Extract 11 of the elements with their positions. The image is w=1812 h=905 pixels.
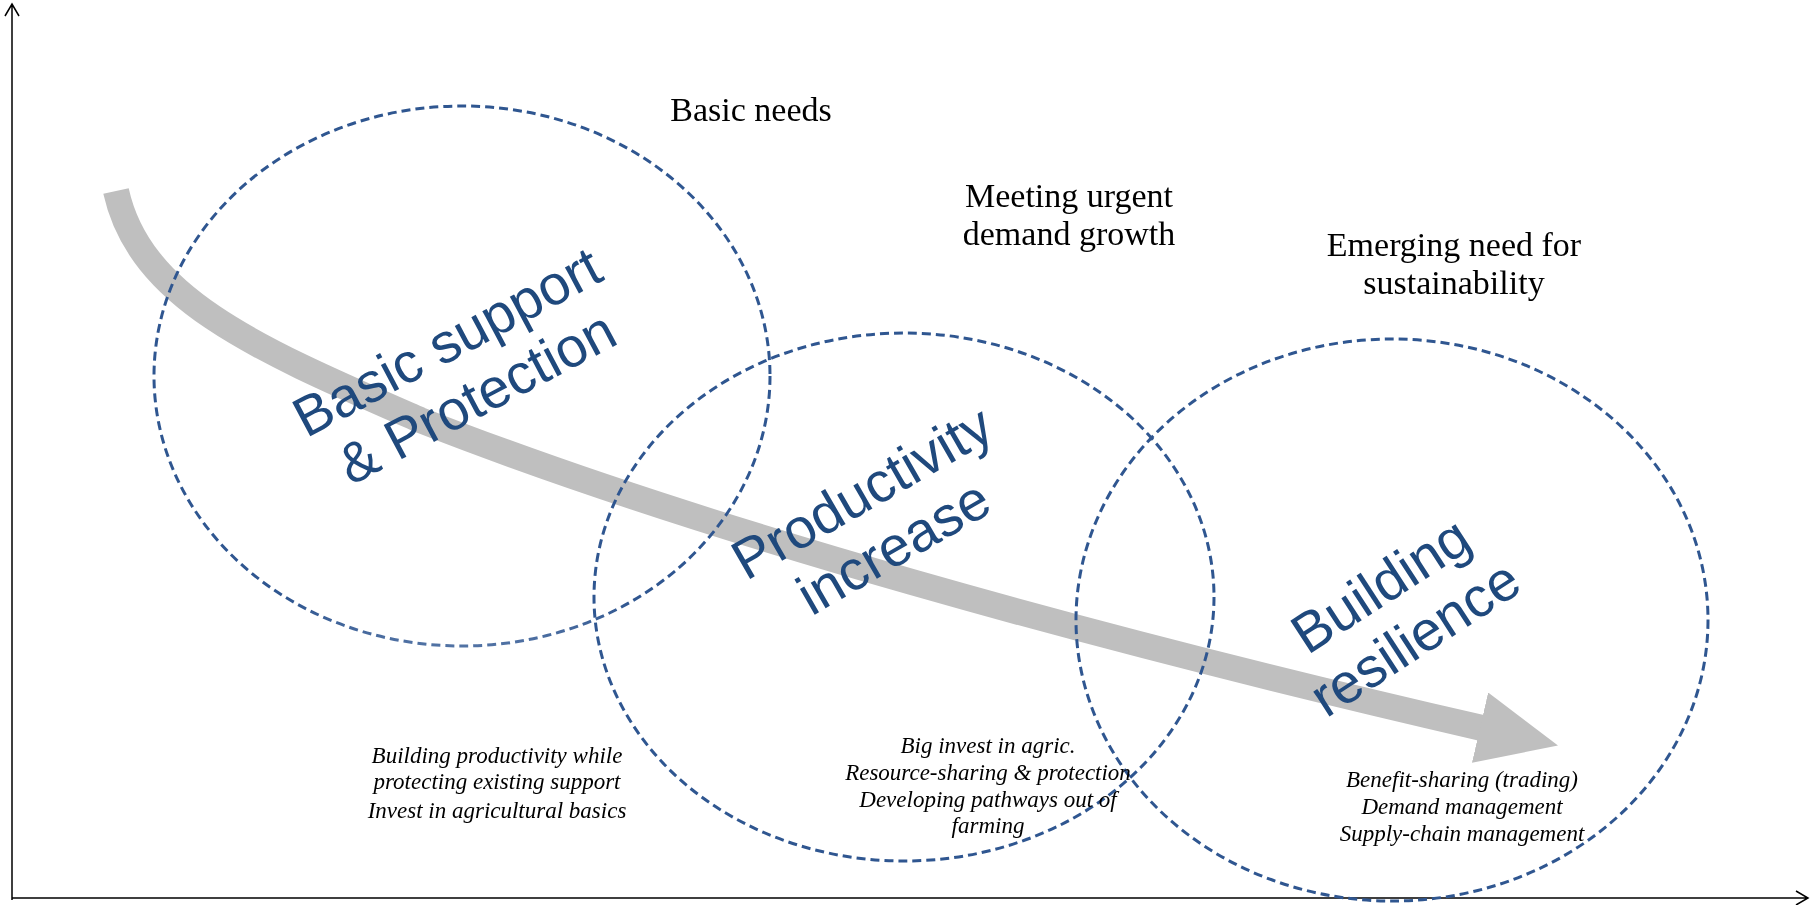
heading-text: Emerging need for sustainability bbox=[1325, 226, 1583, 303]
note-text: Benefit-sharing (trading) bbox=[1345, 767, 1579, 794]
note-text: Demand management bbox=[1360, 794, 1564, 821]
heading-text: Meeting urgent demand growth bbox=[961, 177, 1177, 254]
note-text: Resource-sharing & protection bbox=[844, 760, 1132, 787]
note-text: Big invest in agric. bbox=[899, 733, 1077, 760]
note-text: Invest in agricultural basics bbox=[366, 798, 628, 825]
note-text: Supply-chain management bbox=[1338, 821, 1586, 848]
heading-text: Basic needs bbox=[669, 91, 833, 130]
note-text: Developing pathways out of farming bbox=[823, 787, 1153, 840]
note-text: Building productivity while protecting existing support bbox=[370, 743, 624, 796]
